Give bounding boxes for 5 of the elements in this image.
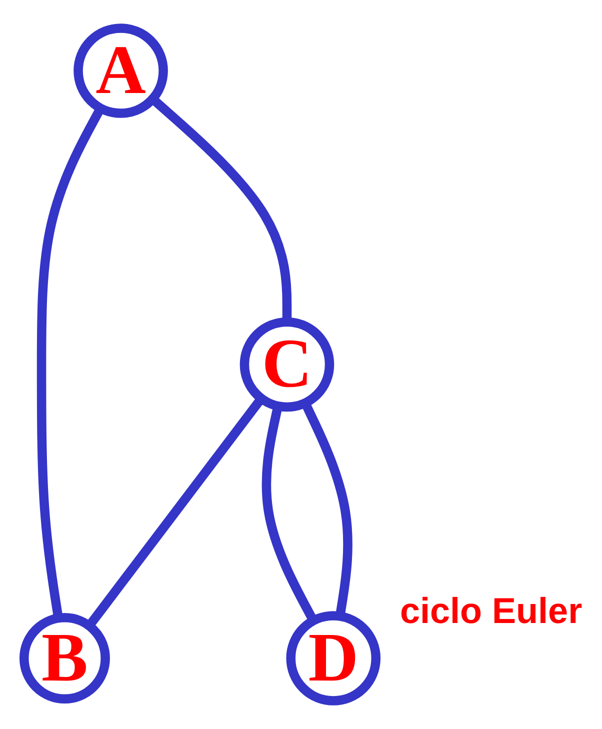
node-circle: B: [19, 613, 110, 704]
node-circle: D: [286, 611, 381, 706]
node-circle: C: [240, 317, 334, 412]
node-circle: A: [74, 24, 168, 118]
caption-text: ciclo Euler: [400, 590, 582, 632]
